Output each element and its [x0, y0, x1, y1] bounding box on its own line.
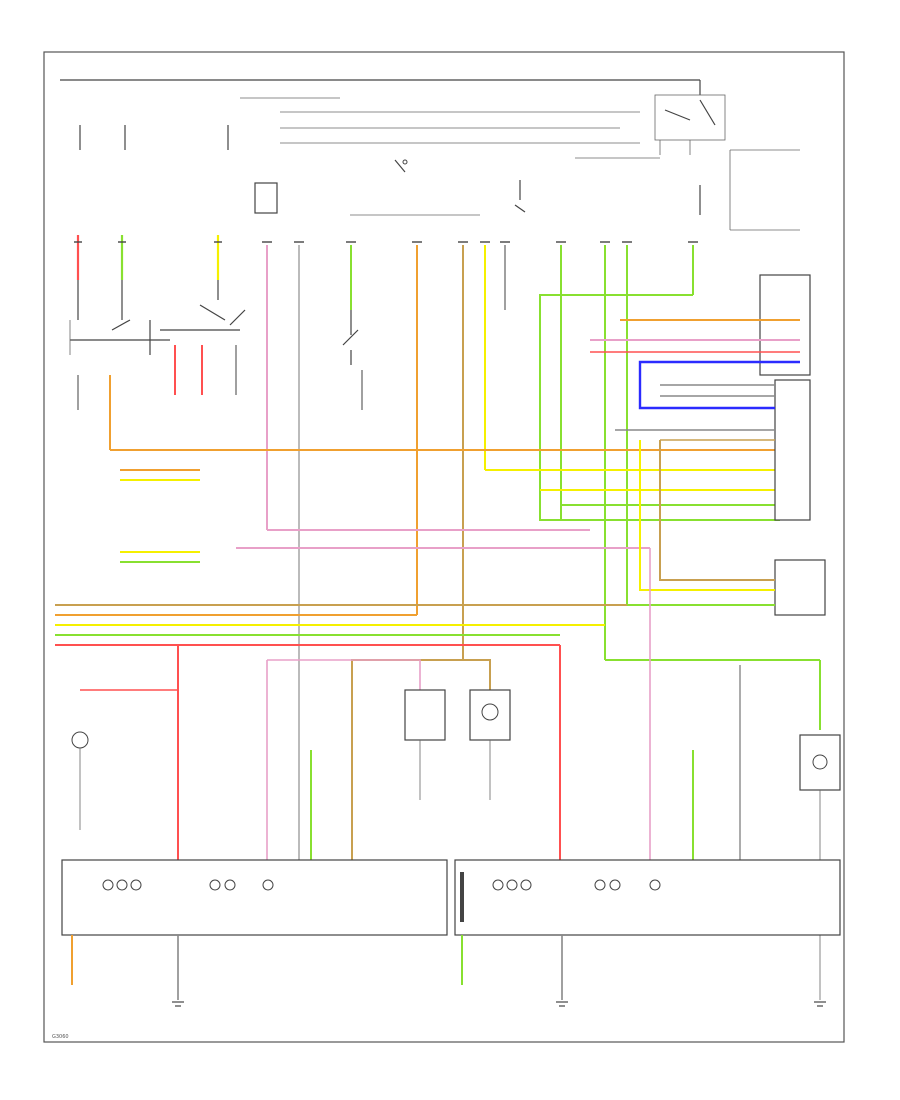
- wire-tan-center-2: [463, 659, 491, 690]
- ground-symbols: [172, 1001, 826, 1007]
- left-lamp-bulb: [71, 731, 89, 749]
- right-tail-lamp-assembly: [454, 859, 841, 936]
- trailer-module-middle: [774, 379, 811, 521]
- footer-reference: G3060: [52, 1034, 69, 1040]
- brake-switch-left: [160, 280, 246, 331]
- wire-pink-center: [267, 659, 421, 690]
- wire-tan-trailer: [659, 440, 775, 581]
- wire-blue-loop: [638, 360, 800, 410]
- center-lamp-bulb: [481, 703, 499, 721]
- lamp-bulb-right: [812, 754, 828, 770]
- trailer-connector-lower: [774, 559, 826, 616]
- trailer-switch-left: [69, 280, 170, 355]
- wire-yellow-trailer: [639, 440, 775, 591]
- right-tail-bulbs: [492, 879, 661, 891]
- right-tail-element: [460, 872, 464, 922]
- switch-top-center: [350, 159, 526, 216]
- top-buses: [60, 79, 800, 231]
- left-tail-bulbs: [102, 879, 274, 891]
- center-lamp-left: [404, 689, 446, 741]
- diagram-frame: [43, 51, 845, 1043]
- fuse-group-top: [79, 125, 701, 215]
- hazard-switch: [342, 310, 359, 365]
- trailer-connector-top: [759, 274, 811, 376]
- module-box-top: [254, 182, 278, 214]
- relay-top-right: [654, 94, 726, 155]
- left-tail-lamp-assembly: [61, 859, 448, 936]
